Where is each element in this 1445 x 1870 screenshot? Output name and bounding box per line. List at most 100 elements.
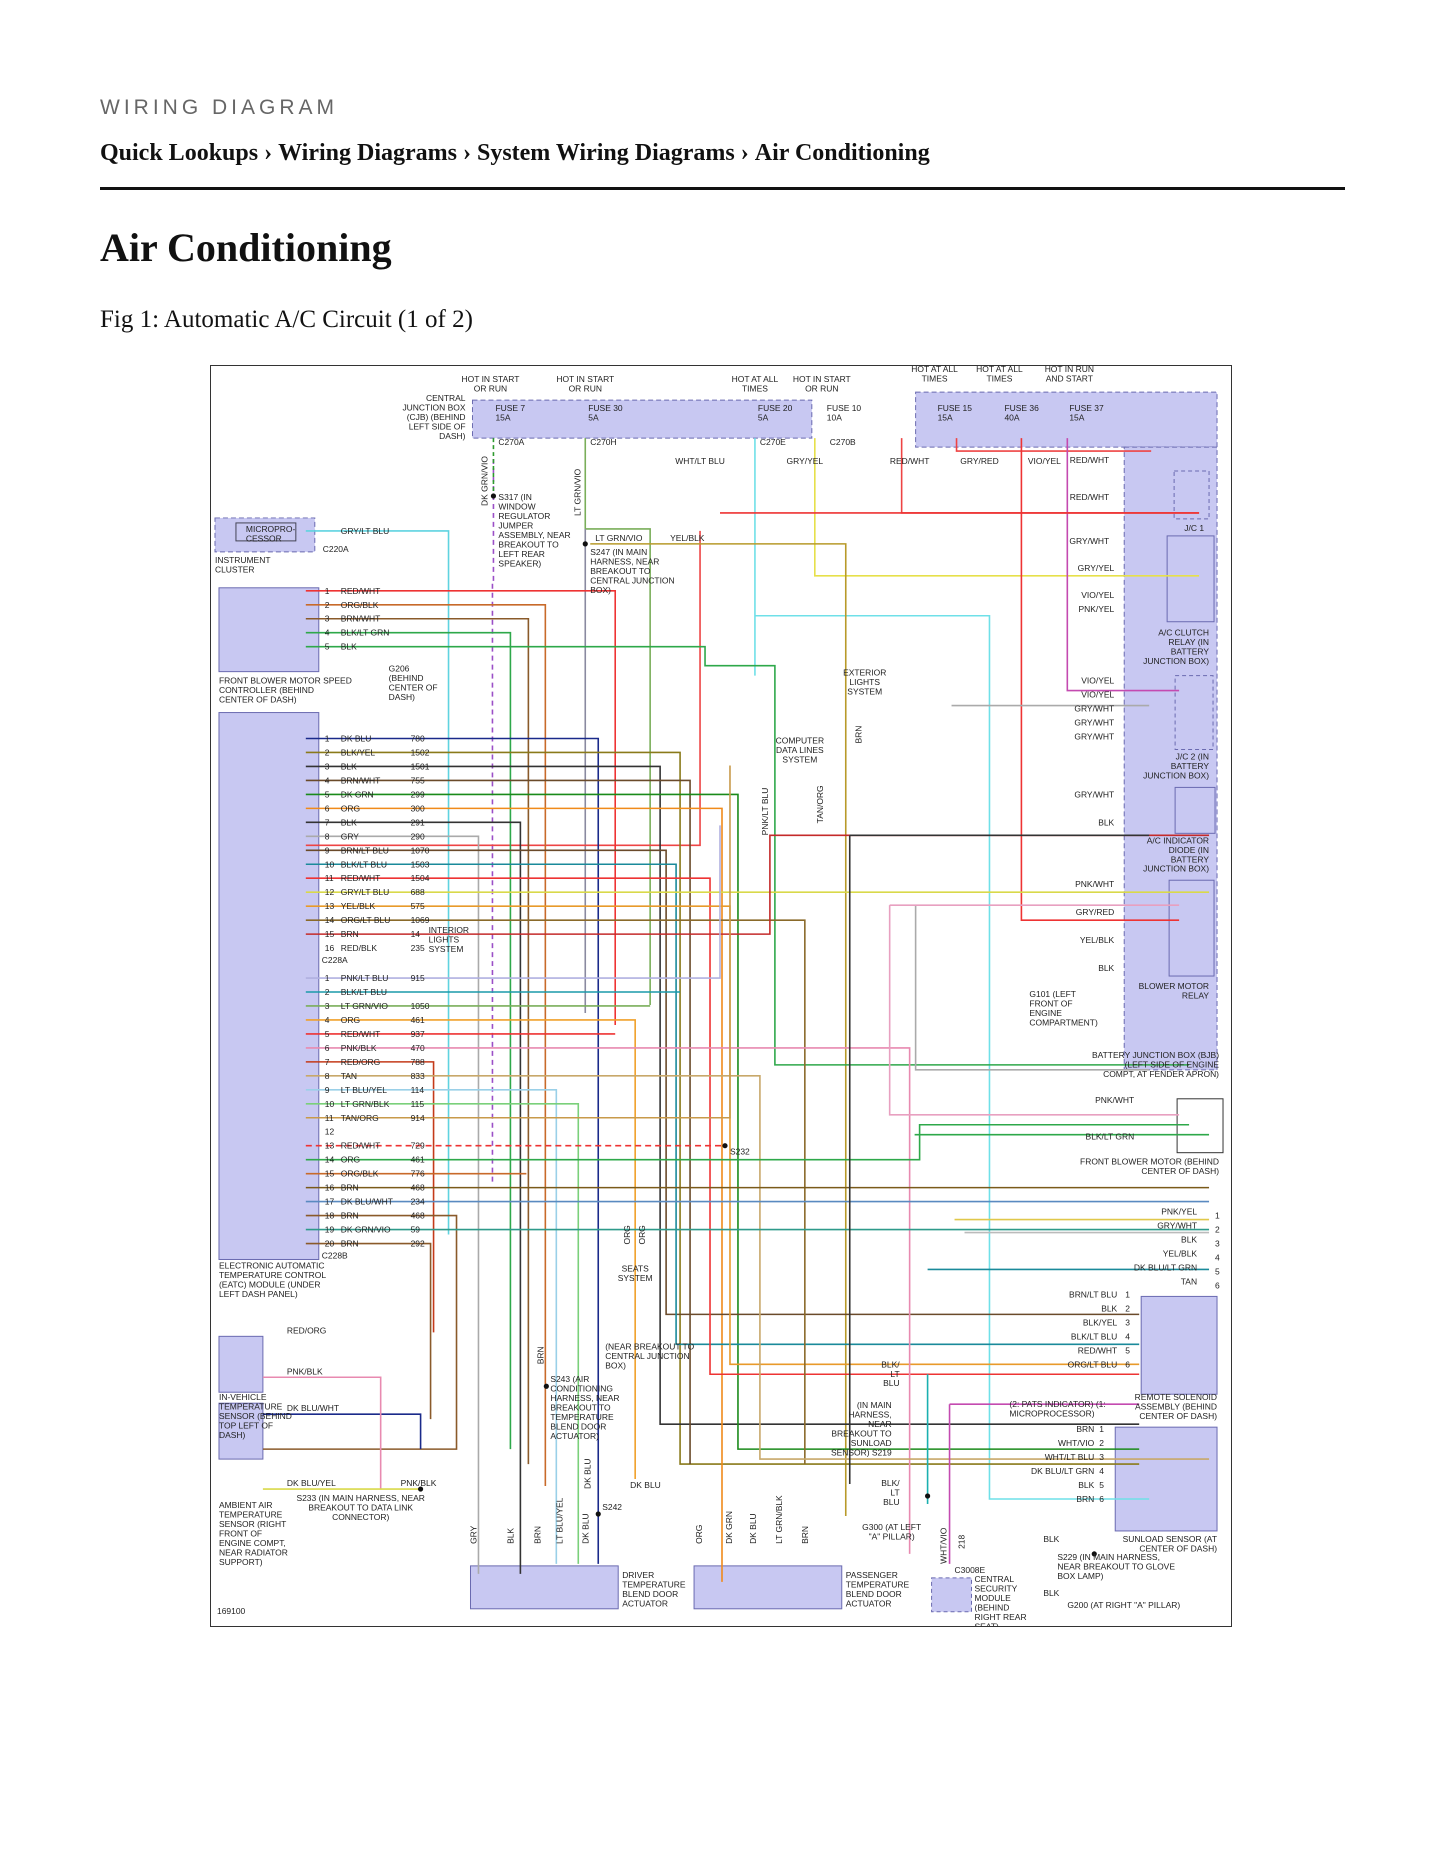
breadcrumb-separator: › bbox=[462, 140, 471, 166]
pin-number: 9 bbox=[325, 845, 330, 855]
breadcrumb-air-conditioning[interactable]: Air Conditioning bbox=[754, 140, 930, 166]
pin-number: 5 bbox=[325, 1029, 330, 1039]
pin-number: 6 bbox=[325, 803, 330, 813]
wire-brn-wht-2 bbox=[305, 779, 691, 1465]
wire-org bbox=[305, 807, 723, 1582]
pin-number: 5 bbox=[1215, 1266, 1220, 1276]
splice-s229 bbox=[1091, 1551, 1097, 1557]
wire-pnk-blk-s bbox=[262, 1376, 382, 1490]
wire-red-wht-11 bbox=[305, 530, 701, 847]
wire-color-label: GRY bbox=[341, 831, 360, 841]
wire-color-label: GRY/LT BLU bbox=[341, 526, 389, 536]
connector-label: C220A bbox=[323, 544, 349, 554]
wire-color-label: BRN bbox=[341, 929, 359, 939]
wire-color-label: BLK bbox=[1181, 1235, 1197, 1245]
jc1-box bbox=[1173, 470, 1210, 520]
circuit-number: 575 bbox=[411, 901, 425, 911]
pin-number: 3 bbox=[325, 1001, 330, 1011]
wire-brn-468-2 bbox=[262, 1214, 458, 1450]
wire-color-label: GRY/RED bbox=[960, 456, 998, 466]
connector-label: C228A bbox=[322, 955, 348, 965]
pin-number: 1 bbox=[325, 973, 330, 983]
splice-s242 bbox=[595, 1511, 601, 1517]
wire-gry-wht-bus bbox=[914, 905, 1150, 1071]
breadcrumb-separator: › bbox=[740, 140, 749, 166]
pin-number: 13 bbox=[325, 1141, 335, 1151]
connector-label: C270E bbox=[760, 437, 786, 447]
breadcrumb-system-wiring-diagrams[interactable]: System Wiring Diagrams bbox=[476, 140, 735, 166]
breadcrumb: Quick Lookups›Wiring Diagrams›System Wir… bbox=[100, 140, 930, 167]
wire-brn-wht bbox=[305, 617, 530, 1465]
circuit-number: 937 bbox=[411, 1029, 425, 1039]
circuit-number: 290 bbox=[411, 831, 425, 841]
circuit-number: 833 bbox=[411, 1071, 425, 1081]
header-rule bbox=[100, 187, 1345, 190]
blower-speed-controller-box bbox=[218, 587, 320, 673]
splice-s243 bbox=[543, 1383, 549, 1389]
wire-color-label: BLK bbox=[505, 1528, 515, 1544]
pin-number: 4 bbox=[325, 628, 330, 638]
wire-color-label: BLK bbox=[1098, 817, 1114, 827]
wire-color-label: BRN/WHT bbox=[341, 775, 381, 785]
wire-color-label: PNK/YEL bbox=[1078, 604, 1114, 614]
wire-color-label: DK BLU bbox=[341, 733, 372, 743]
wire-color-label: DK BLU/LT GRN bbox=[1134, 1262, 1197, 1272]
pin-number: 3 bbox=[1099, 1452, 1104, 1462]
wire-color-label: TAN bbox=[341, 1071, 357, 1081]
pin-number: 20 bbox=[325, 1239, 335, 1249]
circuit-number: 729 bbox=[411, 1141, 425, 1151]
wire-color-label: DK BLU bbox=[748, 1513, 758, 1544]
wire-color-label: BLK bbox=[341, 761, 357, 771]
pin-number: 8 bbox=[325, 1071, 330, 1081]
wire-color-label: BLK/YEL bbox=[1083, 1317, 1118, 1327]
wire-lt-grn-blk bbox=[305, 1102, 580, 1564]
wire-color-label: BLK/YEL bbox=[341, 747, 376, 757]
wire-color-label: GRY/LT BLU bbox=[341, 887, 389, 897]
wire-color-label: GRY/YEL bbox=[1078, 563, 1115, 573]
wire-pnk-wht-motor bbox=[888, 905, 1180, 1116]
wire-color-label: ORG bbox=[341, 803, 360, 813]
wire-blower-red-wht bbox=[305, 589, 617, 1025]
wire-color-label: BLK/LT BLU bbox=[341, 987, 387, 997]
wire-color-label: BRN bbox=[532, 1526, 542, 1544]
pin-number: 5 bbox=[325, 642, 330, 652]
remote-solenoid-box bbox=[1140, 1295, 1218, 1395]
breadcrumb-quick-lookups[interactable]: Quick Lookups bbox=[100, 140, 259, 166]
circuit-number: 1503 bbox=[411, 859, 430, 869]
wire-color-label: RED/WHT bbox=[341, 1141, 381, 1151]
wire-blk-lt-grn-3 bbox=[305, 1123, 1190, 1161]
circuit-number: 1502 bbox=[411, 747, 430, 757]
pin-number: 9 bbox=[325, 1085, 330, 1095]
wire-blk-lt-grn-2 bbox=[305, 645, 1190, 1066]
wire-color-label: PNK/LT BLU bbox=[341, 973, 389, 983]
circuit-number: 1504 bbox=[411, 873, 430, 883]
wire-wht-lt-blu bbox=[754, 614, 1150, 1500]
breadcrumb-wiring-diagrams[interactable]: Wiring Diagrams bbox=[278, 140, 457, 166]
wire-color-label: BLK/LT BLU bbox=[1071, 1331, 1117, 1341]
breadcrumb-separator: › bbox=[264, 140, 273, 166]
wire-vio-yel bbox=[1066, 438, 1180, 692]
microprocessor-label: MICROPRO-CESSOR bbox=[246, 524, 296, 543]
pin-number: 15 bbox=[325, 929, 335, 939]
blower-relay-box bbox=[1168, 879, 1215, 977]
wire-color-label: LT BLU/YEL bbox=[554, 1497, 564, 1544]
pin-number: 3 bbox=[325, 761, 330, 771]
g200-label: G200 (AT RIGHT "A" PILLAR) bbox=[1067, 1600, 1180, 1610]
splice-s233 bbox=[417, 1486, 424, 1492]
pin-number: 5 bbox=[1099, 1480, 1104, 1490]
